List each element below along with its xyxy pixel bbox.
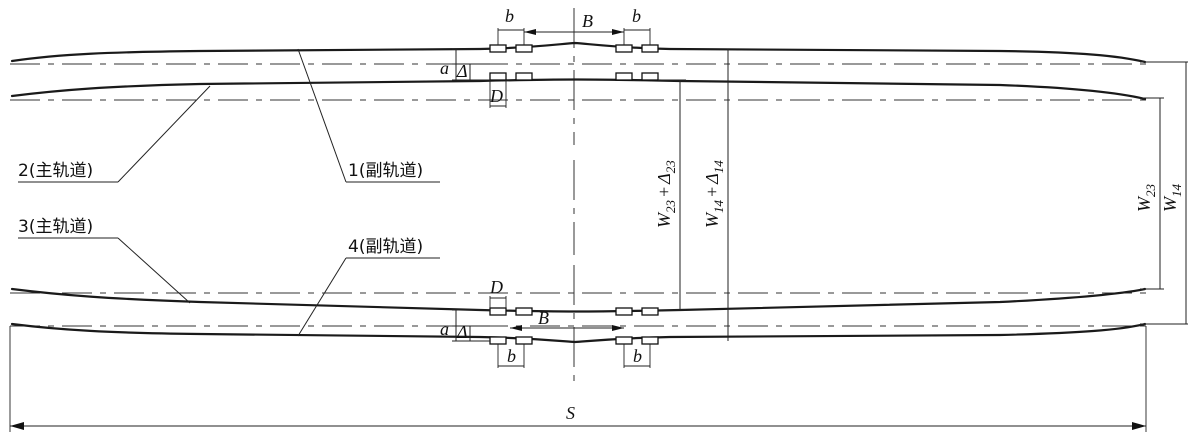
label-D-top: D [489,86,503,106]
track-2-main [10,78,1147,101]
label-B-top: B [582,11,593,31]
shoe [641,72,659,81]
label-w23-delta23: W23+Δ23 [654,160,678,228]
delta-main: Δ [702,173,722,185]
leader-track3 [117,237,191,304]
label-S: S [566,403,575,423]
shoes-bottom [489,307,659,345]
plus: + [654,186,674,198]
label-b-top-right: b [632,6,641,26]
label-b-bottom-right: b [633,346,642,366]
label-B-bottom: B [538,308,549,328]
track-4-sub [10,322,1147,344]
track-1-sub [10,41,1147,64]
label-a-top: a [440,58,449,78]
shoe [515,336,533,345]
shoe [489,336,507,345]
shoe [515,44,533,53]
top-offset-dimensions: a Δ D [440,48,507,108]
callout-track4: 4(副轨道) [348,237,423,257]
leader-track1 [297,48,347,183]
label-a-bottom: a [440,319,449,339]
w-main: W [1134,195,1154,212]
svg-text:W14: W14 [1160,184,1184,213]
svg-text:W23+Δ23: W23+Δ23 [654,160,678,228]
w-main: W [654,211,674,228]
top-dimensions: b B b [497,6,651,45]
arrow-head [612,325,624,331]
shoe [489,44,507,53]
label-b-bottom-left: b [507,346,516,366]
delta-sub: 23 [663,160,678,174]
shoe [489,307,507,316]
shoe [615,44,633,53]
track-3-main [10,287,1147,313]
shoe [515,307,533,316]
tracks [10,41,1147,344]
shoe [641,336,659,345]
shoe [615,336,633,345]
label-b-top-left: b [505,6,514,26]
arrow-head [612,29,624,35]
w-sub: 14 [1169,184,1184,198]
arrow-head [1132,422,1146,430]
svg-text:W14+Δ14: W14+Δ14 [702,160,726,228]
leader-track4 [297,257,347,337]
callout-track2: 2(主轨道) [18,161,93,181]
label-w14-delta14: W14+Δ14 [702,160,726,228]
shoe [615,307,633,316]
arrow-head [10,422,24,430]
shoe [615,72,633,81]
arrow-head [524,29,536,35]
shoes-top [489,44,659,81]
label-w14: W14 [1160,184,1184,213]
w-sub: 14 [711,200,726,214]
overall-length-dimension: S [9,326,1147,432]
callouts: 1(副轨道) 2(主轨道) 3(主轨道) 4(副轨道) [18,48,440,337]
label-delta-top: Δ [456,61,468,81]
arrow-head [510,325,522,331]
shoe [489,72,507,81]
w-sub: 23 [663,200,678,214]
delta-sub: 14 [711,160,726,174]
shoe [515,72,533,81]
centerlines [10,8,1150,385]
svg-text:W23: W23 [1134,184,1158,213]
inner-vertical-dimensions: W23+Δ23 W14+Δ14 [654,49,729,341]
shoe [641,44,659,53]
outer-vertical-dimensions: W23 W14 [1134,61,1188,325]
leader-track2 [117,85,211,183]
label-delta-bottom: Δ [456,322,468,342]
shoe [641,307,659,316]
label-D-bottom: D [489,277,503,297]
callout-track1: 1(副轨道) [348,161,423,181]
callout-track3: 3(主轨道) [18,217,93,237]
plus: + [702,186,722,198]
w-main: W [702,211,722,228]
bottom-dimensions: D a Δ B b b [440,277,651,368]
delta-main: Δ [654,173,674,185]
w-main: W [1160,195,1180,212]
label-w23: W23 [1134,184,1158,213]
w-sub: 23 [1143,184,1158,198]
